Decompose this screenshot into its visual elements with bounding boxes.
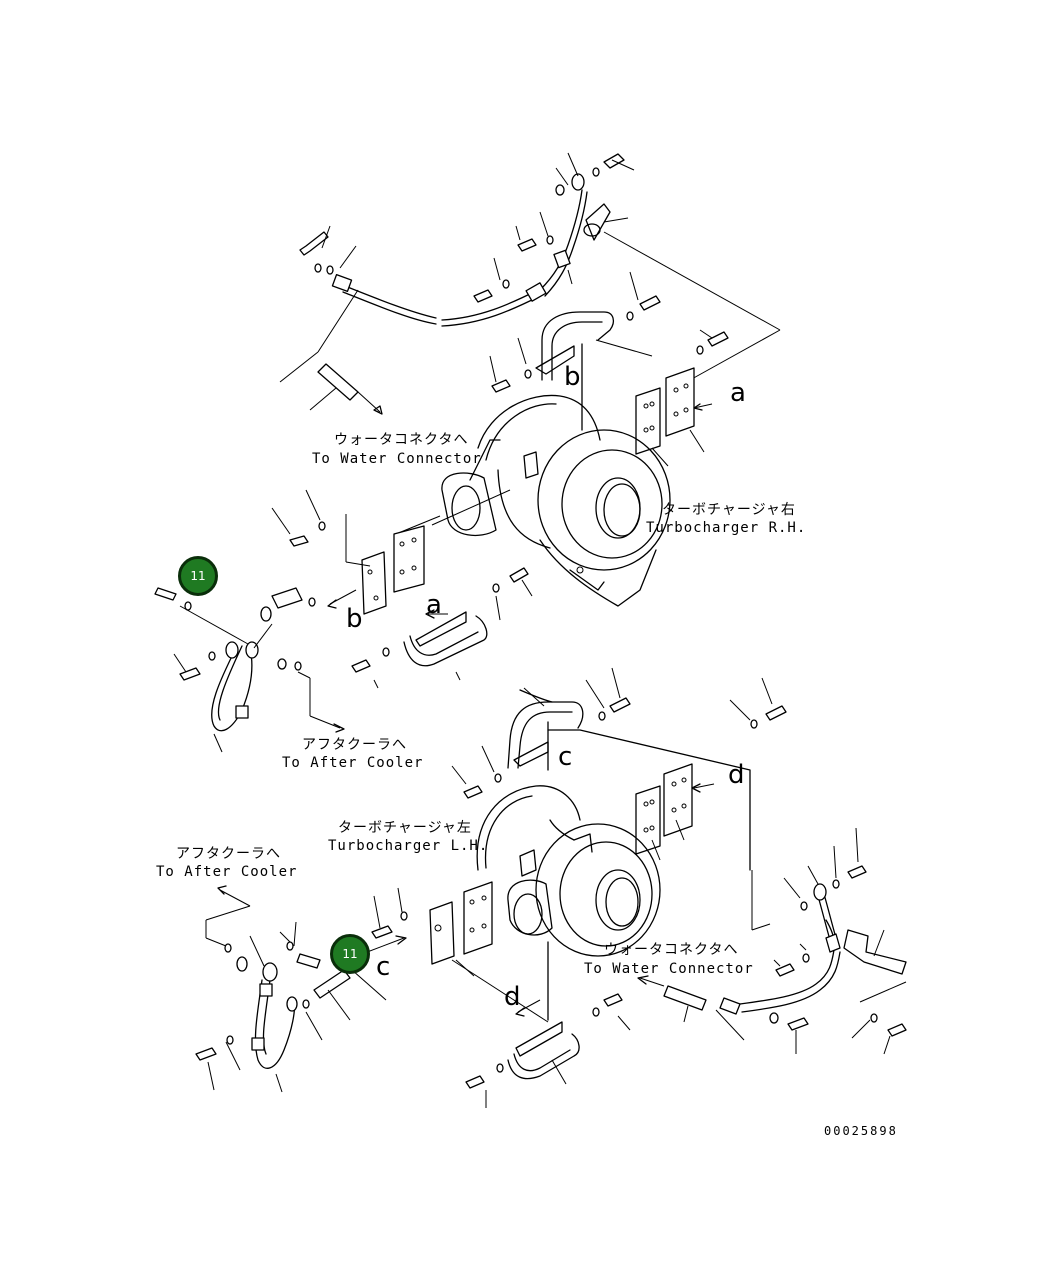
lower-left-parts [195, 881, 623, 1089]
label-water-connector-bottom-jp: ウォータコネクタへ [604, 942, 739, 958]
label-turbo-rh-en: Turbocharger R.H. [646, 520, 807, 536]
callout-11-upper[interactable]: 11 [178, 556, 218, 596]
lower-upper-leaders [451, 667, 773, 861]
middle-connection [154, 521, 529, 732]
turbocharger-lh [476, 785, 661, 1021]
drawing-number: 00025898 [824, 1124, 898, 1138]
label-water-connector-top-jp: ウォータコネクタへ [334, 432, 469, 448]
lower-right-leaders [683, 827, 907, 1055]
turbocharger-rh [441, 394, 671, 607]
marker-b-middle: b [346, 604, 363, 634]
upper-leaders [321, 152, 781, 383]
upper-bolts [299, 153, 729, 393]
label-water-connector-top-en: To Water Connector [312, 451, 482, 467]
marker-d-lower: d [504, 982, 521, 1012]
label-turbo-lh-jp: ターボチャージャ左 [338, 820, 472, 836]
water-connector-tube-upper [279, 289, 383, 415]
label-water-connector-bottom-en: To Water Connector [584, 961, 754, 977]
lower-elbow-pipe [507, 689, 751, 871]
label-after-cooler-mid-jp: アフタクーラへ [302, 737, 407, 753]
lower-right-water-pipe [637, 865, 907, 1037]
callout-11-lower[interactable]: 11 [330, 934, 370, 974]
upper-elbow-pipe [535, 311, 615, 431]
marker-c-upper: c [558, 742, 573, 772]
upper-water-pipe [331, 173, 611, 327]
label-after-cooler-left-en: To After Cooler [156, 864, 298, 880]
callout-number: 11 [190, 569, 206, 583]
label-turbo-rh-jp: ターボチャージャ右 [662, 502, 796, 518]
upper-flange-gaskets [635, 367, 713, 455]
marker-a-middle: a [426, 590, 442, 620]
label-after-cooler-left-jp: アフタクーラへ [176, 846, 281, 862]
marker-d-upper: d [728, 760, 745, 790]
label-turbo-lh-en: Turbocharger L.H. [328, 838, 489, 854]
middle-leaders [173, 489, 533, 753]
marker-a-upper: a [730, 378, 746, 408]
lower-bolts-right [463, 697, 787, 855]
marker-c-lower: c [376, 952, 391, 982]
label-after-cooler-mid-en: To After Cooler [282, 755, 424, 771]
marker-b-upper: b [564, 362, 581, 392]
lower-left-leaders [205, 885, 631, 1108]
callout-number: 11 [342, 947, 358, 961]
